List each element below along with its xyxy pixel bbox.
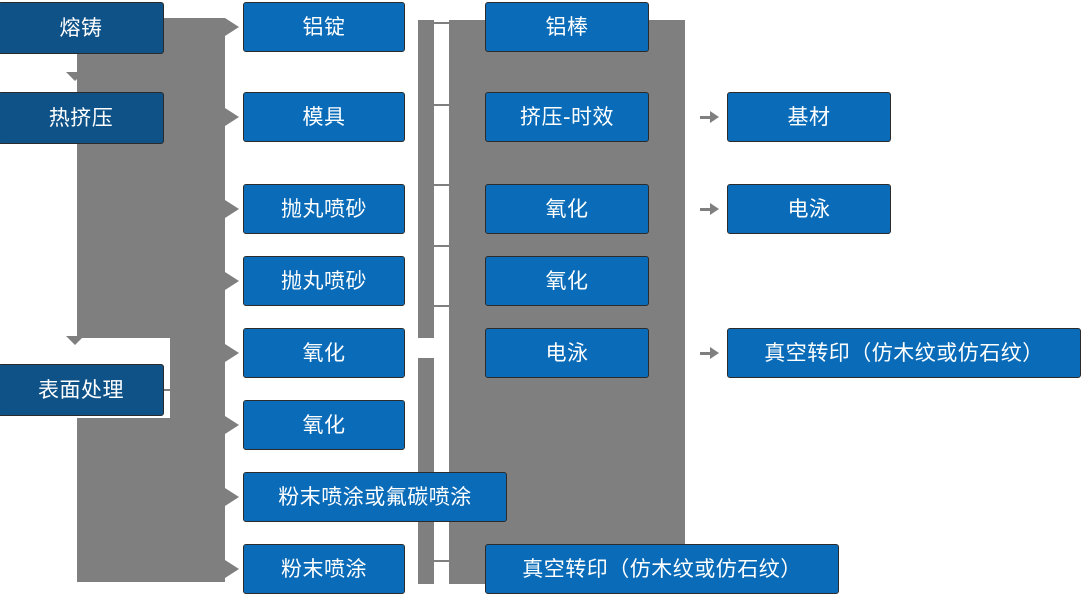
band-arrow-7 [225,488,239,506]
detail-to-output-arrow-2 [710,203,719,215]
stage-label-hot-extrusion: 热挤压 [48,105,114,130]
detail-to-output-line-3 [700,352,712,355]
detail-label-oxidation-1: 氧化 [545,196,589,221]
process-box-powder-or-fluorocarbon[interactable]: 粉末喷涂或氟碳喷涂 [243,470,507,522]
rail-tick-2 [430,104,454,106]
process-box-oxidation-2[interactable]: 氧化 [243,398,405,450]
detail-box-oxidation-2[interactable]: 氧化 [485,254,649,306]
process-box-powder-coating[interactable]: 粉末喷涂 [243,542,405,594]
process-box-aluminum-ingot[interactable]: 铝锭 [243,0,405,52]
band-arrow-5 [225,344,239,362]
stage-down-arrow-2 [66,336,84,345]
output-label-base-material: 基材 [787,104,831,129]
process-label-mold: 模具 [302,104,346,129]
process-label-powder-coating: 粉末喷涂 [281,556,367,581]
detail-to-output-line-2 [700,208,712,211]
process-box-mold[interactable]: 模具 [243,90,405,142]
process-label-powder-or-fluorocarbon: 粉末喷涂或氟碳喷涂 [278,484,472,509]
detail-box-aluminum-bar[interactable]: 铝棒 [485,0,649,52]
output-box-electrophoresis[interactable]: 电泳 [727,182,891,234]
detail-to-output-line-1 [700,116,712,119]
process-box-oxidation-1[interactable]: 氧化 [243,326,405,378]
band-arrow-6 [225,416,239,434]
detail-box-vacuum-transfer-bottom[interactable]: 真空转印（仿木纹或仿石纹） [485,542,839,594]
rail-tick-1 [430,22,454,24]
output-label-electrophoresis: 电泳 [787,196,831,221]
process-label-oxidation-1: 氧化 [302,340,346,365]
band-arrow-1 [225,18,239,36]
rail-tick-6 [430,560,454,562]
band-arrow-4 [225,272,239,290]
process-label-shot-blasting-2: 抛丸喷砂 [281,268,367,293]
detail-label-extrusion-aging: 挤压-时效 [519,104,615,129]
rail-tick-3 [430,184,454,186]
detail-label-electrophoresis: 电泳 [545,340,589,365]
detail-label-aluminum-bar: 铝棒 [545,14,589,39]
stage-box-hot-extrusion[interactable]: 热挤压 [0,92,164,144]
process-box-shot-blasting-2[interactable]: 抛丸喷砂 [243,254,405,306]
detail-label-vacuum-transfer-bottom: 真空转印（仿木纹或仿石纹） [522,556,802,581]
stage-down-arrow-1 [66,72,84,81]
output-box-vacuum-transfer[interactable]: 真空转印（仿木纹或仿石纹） [727,326,1081,378]
process-to-detail-rail-lower [418,358,434,584]
process-to-detail-rail [418,20,434,338]
process-label-oxidation-2: 氧化 [302,412,346,437]
process-label-shot-blasting-1: 抛丸喷砂 [281,196,367,221]
output-box-base-material[interactable]: 基材 [727,90,891,142]
detail-to-output-arrow-3 [710,347,719,359]
rail-tick-4 [430,245,454,247]
output-label-vacuum-transfer: 真空转印（仿木纹或仿石纹） [764,340,1044,365]
stage-box-melting-casting[interactable]: 熔铸 [0,2,164,54]
detail-box-oxidation-1[interactable]: 氧化 [485,182,649,234]
stage-label-melting-casting: 熔铸 [59,15,103,40]
band-arrow-2 [225,108,239,126]
rail-tick-5 [430,305,454,307]
detail-to-output-arrow-1 [710,111,719,123]
surface-treatment-connector [164,389,186,391]
stage-label-surface-treatment: 表面处理 [38,377,124,402]
band-arrow-8 [225,560,239,578]
process-box-shot-blasting-1[interactable]: 抛丸喷砂 [243,182,405,234]
stage-to-process-band-lower [170,338,225,582]
detail-box-extrusion-aging[interactable]: 挤压-时效 [485,90,649,142]
process-label-aluminum-ingot: 铝锭 [302,14,346,39]
band-arrow-3 [225,200,239,218]
stage-box-surface-treatment[interactable]: 表面处理 [0,364,164,416]
detail-label-oxidation-2: 氧化 [545,268,589,293]
detail-box-electrophoresis[interactable]: 电泳 [485,326,649,378]
